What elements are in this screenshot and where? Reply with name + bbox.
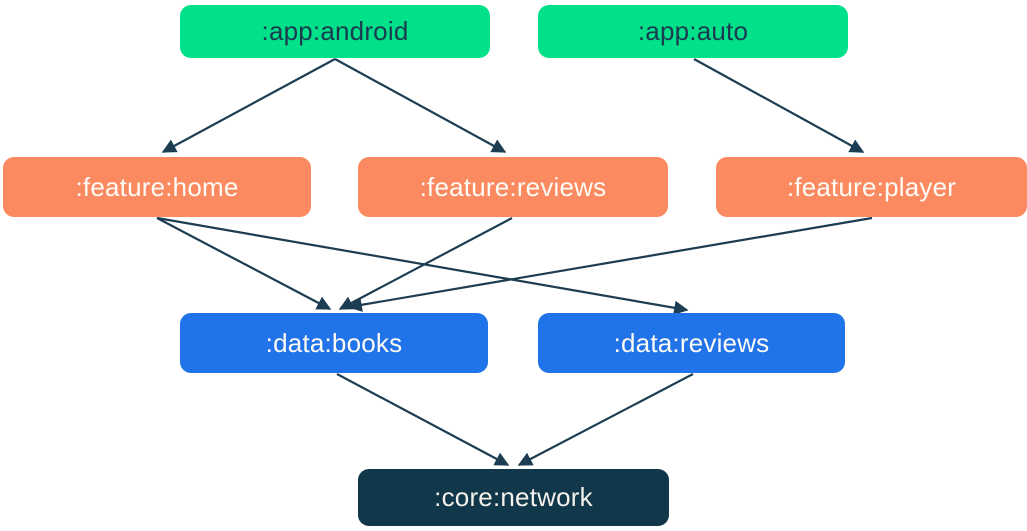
- node-app-auto: :app:auto: [538, 5, 848, 58]
- edge-feature-player-to-data-books: [347, 216, 873, 312]
- edge-data-reviews-to-core-network: [517, 373, 694, 466]
- edge-feature-reviews-to-data-books: [338, 217, 513, 310]
- edge-feature-home-to-data-books: [156, 217, 332, 310]
- edge-data-books-to-core-network: [336, 373, 510, 466]
- edge-app-auto-to-feature-player: [693, 58, 865, 153]
- edge-feature-home-to-data-reviews: [156, 216, 689, 315]
- node-data-books: :data:books: [180, 313, 488, 373]
- node-data-reviews: :data:reviews: [538, 313, 845, 373]
- node-feature-reviews: :feature:reviews: [358, 157, 668, 217]
- edge-app-android-to-feature-reviews: [334, 58, 507, 153]
- node-app-android: :app:android: [180, 5, 490, 58]
- node-feature-home: :feature:home: [3, 157, 311, 217]
- node-feature-player: :feature:player: [716, 157, 1027, 217]
- node-core-network: :core:network: [358, 469, 669, 526]
- edge-app-android-to-feature-home: [161, 58, 336, 153]
